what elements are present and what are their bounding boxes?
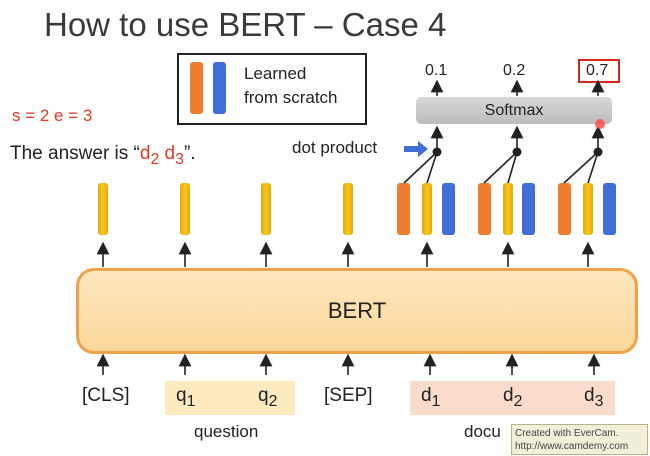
- dot-product-label: dot product: [292, 138, 378, 157]
- answer-text: The answer is “d2 d3”.: [10, 143, 196, 169]
- token-q1-sub: 1: [186, 392, 196, 410]
- legend-text: Learned from scratch: [244, 62, 338, 110]
- token-d2-letter: d: [503, 385, 514, 406]
- token-q2-sub: 2: [268, 392, 278, 410]
- q1-output-vector: [180, 183, 190, 235]
- token-d3-sub: 3: [594, 392, 604, 410]
- bert-block: BERT: [76, 268, 638, 354]
- legend-blue-swatch: [213, 62, 226, 114]
- token-d1-sub: 1: [431, 392, 441, 410]
- document-group-label: docu: [464, 422, 501, 441]
- watermark-line-2: http://www.camdemy.com: [515, 441, 629, 452]
- evercam-watermark: Created with EverCam. http://www.camdemy…: [511, 424, 648, 455]
- token-q2: q2: [258, 385, 277, 411]
- sep-output-vector: [343, 183, 353, 235]
- dot-product-node: [432, 147, 442, 157]
- prob-3: 0.7: [586, 62, 609, 79]
- dot-product-node: [512, 147, 522, 157]
- softmax-box: Softmax: [416, 97, 612, 124]
- cls-output-vector: [98, 183, 108, 235]
- token-d3-letter: d: [584, 385, 595, 406]
- token-q1-letter: q: [176, 385, 187, 406]
- blue-end-vector: [603, 183, 616, 235]
- token-d3: d3: [584, 385, 603, 411]
- answer-token-2-letter: d: [164, 143, 176, 164]
- document-highlight: [410, 381, 615, 415]
- token-q1: q1: [176, 385, 195, 411]
- question-group-label: question: [194, 422, 259, 441]
- answer-token-1: d2: [139, 143, 159, 168]
- dot-product-node: [593, 147, 603, 157]
- legend-line-2: from scratch: [244, 88, 338, 107]
- start-end-label: s = 2 e = 3: [12, 106, 93, 125]
- token-sep: [SEP]: [324, 385, 373, 406]
- pointer-dot: [595, 119, 605, 129]
- d2-output-vector: [503, 183, 513, 235]
- d1-output-vector: [422, 183, 432, 235]
- blue-arrow-icon: [404, 141, 428, 157]
- token-cls: [CLS]: [82, 385, 130, 406]
- answer-token-1-letter: d: [139, 143, 151, 164]
- q2-output-vector: [261, 183, 271, 235]
- token-d2: d2: [503, 385, 522, 411]
- orange-start-vector: [558, 183, 571, 235]
- question-highlight: [165, 381, 295, 415]
- legend-box: [177, 53, 367, 125]
- watermark-line-1: Created with EverCam.: [515, 428, 619, 439]
- answer-token-2: d3: [164, 143, 184, 168]
- token-d2-sub: 2: [513, 392, 523, 410]
- prob-2: 0.2: [503, 62, 526, 79]
- answer-prefix: The answer is “: [10, 143, 140, 164]
- legend-orange-swatch: [190, 62, 203, 114]
- answer-token-2-sub: 3: [175, 150, 184, 168]
- orange-start-vector: [478, 183, 491, 235]
- token-d1: d1: [421, 385, 440, 411]
- answer-suffix: ”.: [183, 143, 196, 164]
- token-d1-letter: d: [421, 385, 432, 406]
- answer-token-1-sub: 2: [150, 150, 160, 168]
- slide-title: How to use BERT – Case 4: [44, 6, 447, 43]
- blue-end-vector: [442, 183, 455, 235]
- d3-output-vector: [583, 183, 593, 235]
- orange-start-vector: [397, 183, 410, 235]
- legend-line-1: Learned: [244, 64, 307, 83]
- prob-1: 0.1: [425, 62, 448, 79]
- token-q2-letter: q: [258, 385, 269, 406]
- blue-end-vector: [522, 183, 535, 235]
